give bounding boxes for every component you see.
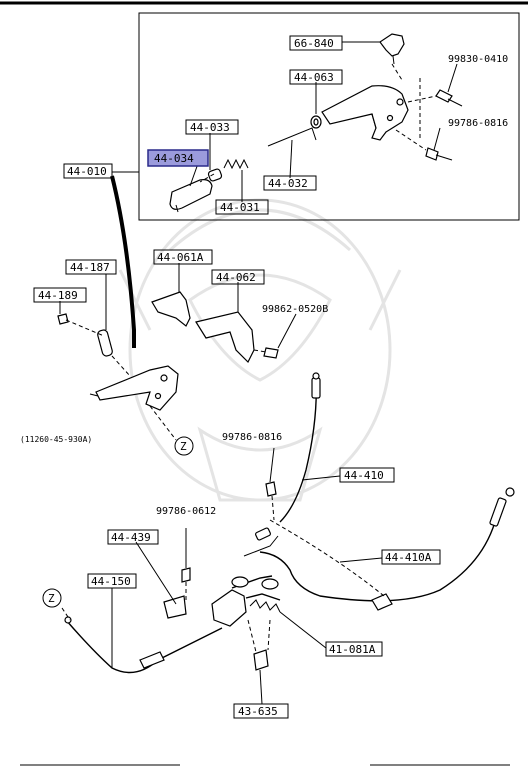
rear-cable-right-44-410 xyxy=(279,372,321,523)
label-44-063[interactable]: 44-063 xyxy=(289,69,343,85)
svg-text:44-032: 44-032 xyxy=(268,177,308,190)
label-44-034-highlighted[interactable]: 44-034 xyxy=(147,149,209,167)
svg-text:44-034: 44-034 xyxy=(154,152,194,165)
label-44-010[interactable]: 44-010 xyxy=(63,163,113,179)
bracket-44-439 xyxy=(163,595,187,619)
svg-text:44-010: 44-010 xyxy=(67,165,107,178)
svg-text:44-063: 44-063 xyxy=(294,71,334,84)
lever-link-stroke xyxy=(110,175,136,348)
label-44-410[interactable]: 44-410 xyxy=(339,467,395,483)
svg-text:44-033: 44-033 xyxy=(190,121,230,134)
label-44-150[interactable]: 44-150 xyxy=(87,573,137,589)
grip-lower-part xyxy=(97,329,113,357)
label-44-032[interactable]: 44-032 xyxy=(263,175,317,191)
svg-text:43-635: 43-635 xyxy=(238,705,278,718)
label-44-033[interactable]: 44-033 xyxy=(185,119,239,135)
label-44-187[interactable]: 44-187 xyxy=(65,259,117,275)
label-41-081a[interactable]: 41-081A xyxy=(325,641,383,657)
svg-text:66-840: 66-840 xyxy=(294,37,334,50)
detail-inset-frame xyxy=(138,12,520,221)
svg-text:41-081A: 41-081A xyxy=(329,643,376,656)
lever-bracket-detail xyxy=(321,85,409,141)
label-99830-0410[interactable]: 99830-0410 xyxy=(448,54,508,65)
spring-part xyxy=(223,158,249,170)
marker-z-1: Z xyxy=(180,440,187,453)
equalizer-assembly xyxy=(211,527,281,627)
label-99786-0612[interactable]: 99786-0612 xyxy=(156,506,216,517)
console-cover-rear xyxy=(195,311,255,364)
label-99786-0816-top[interactable]: 99786-0816 xyxy=(448,118,508,129)
ratchet-ring-part xyxy=(310,115,322,129)
bolt-99786-0816-mid xyxy=(265,481,277,497)
clip-43-635 xyxy=(253,649,269,671)
svg-text:44-061A: 44-061A xyxy=(157,251,204,264)
rear-cable-left-44-410a xyxy=(259,487,515,611)
lever-grip-part xyxy=(169,179,213,213)
lever-assembly-lower xyxy=(89,365,179,411)
svg-text:44-189: 44-189 xyxy=(38,289,78,302)
screw-99862-0520b xyxy=(263,347,279,359)
svg-text:44-439: 44-439 xyxy=(111,531,151,544)
front-cable-44-150 xyxy=(64,616,223,674)
label-44-061a[interactable]: 44-061A xyxy=(153,249,213,265)
release-rod-part xyxy=(267,127,317,147)
bolt-99786-0816-top xyxy=(425,147,453,161)
label-66-840[interactable]: 66-840 xyxy=(289,35,343,51)
console-cover-front xyxy=(151,291,191,327)
svg-text:44-410A: 44-410A xyxy=(385,551,432,564)
svg-text:44-031: 44-031 xyxy=(220,201,260,214)
label-44-189[interactable]: 44-189 xyxy=(33,287,87,303)
label-99862-0520b[interactable]: 99862-0520B xyxy=(262,304,328,315)
svg-text:44-410: 44-410 xyxy=(344,469,384,482)
label-99786-0816-mid[interactable]: 99786-0816 xyxy=(222,432,282,443)
svg-text:44-187: 44-187 xyxy=(70,261,110,274)
label-44-031[interactable]: 44-031 xyxy=(215,199,269,215)
marker-z-circle-1 xyxy=(174,436,194,456)
spring-41-081a xyxy=(249,599,281,613)
label-44-410a[interactable]: 44-410A xyxy=(381,549,441,565)
label-44-062[interactable]: 44-062 xyxy=(211,269,265,285)
label-43-635[interactable]: 43-635 xyxy=(233,703,289,719)
watermark-emblem xyxy=(118,198,402,502)
bolt-99786-0612 xyxy=(181,567,191,583)
release-button-part xyxy=(379,33,405,65)
svg-text:44-150: 44-150 xyxy=(91,575,131,588)
reference-note: (11260-45-930A) xyxy=(20,435,92,444)
marker-z-2: Z xyxy=(48,592,55,605)
grip-bushing-part xyxy=(207,168,223,182)
svg-text:44-062: 44-062 xyxy=(216,271,256,284)
label-44-439[interactable]: 44-439 xyxy=(107,529,159,545)
marker-z-circle-2 xyxy=(42,588,62,608)
bolt-99830-0410 xyxy=(435,89,463,107)
clip-44-189 xyxy=(57,313,69,325)
